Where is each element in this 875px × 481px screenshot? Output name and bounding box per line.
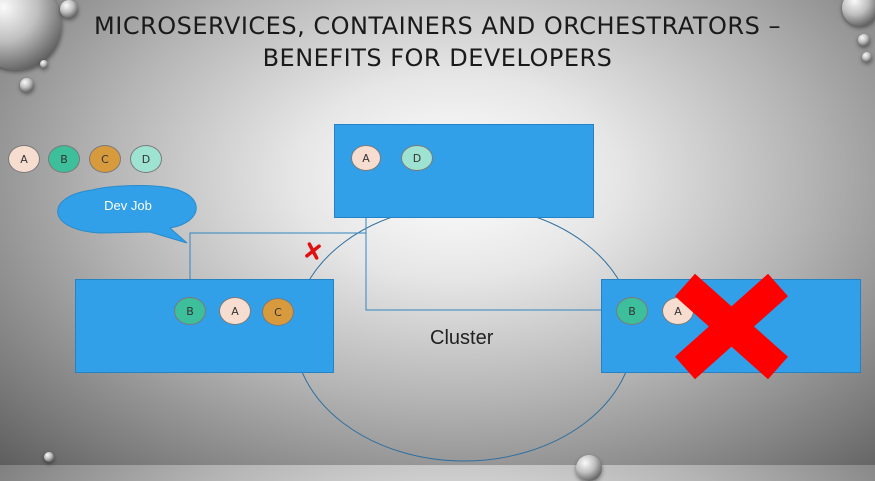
decorative-droplet [44, 452, 54, 462]
top-node-container-a: A [351, 145, 381, 171]
legend-container-a: A [8, 145, 40, 173]
decorative-droplet [862, 52, 872, 62]
left-node-container-c: C [262, 298, 294, 326]
failure-marks [305, 242, 788, 380]
cluster-label: Cluster [430, 327, 494, 349]
slide-title-line-1: Microservices, containers and orchestrat… [94, 12, 781, 40]
decorative-droplet [20, 78, 34, 92]
small-cross-icon [305, 242, 321, 260]
left-node-container-b: B [174, 297, 206, 325]
decorative-droplet [60, 0, 78, 18]
slide-title-line-2: benefits for developers [262, 44, 613, 72]
top-node: A D [334, 124, 594, 218]
legend-container-c: C [89, 145, 121, 173]
legend-container-d: D [130, 145, 162, 173]
legend-container-b: B [48, 145, 80, 173]
decorative-droplet [842, 0, 875, 26]
connector-top-node-to-right-node [365, 233, 614, 311]
left-node-container-a: A [219, 297, 251, 325]
speech-bubble-icon [57, 185, 197, 244]
slide-title: Microservices, containers and orchestrat… [0, 10, 875, 74]
node-failed-cross-icon [675, 273, 788, 380]
right-node-container-b: B [616, 297, 648, 325]
top-node-container-d: D [401, 145, 433, 171]
decorative-droplet [858, 34, 870, 46]
decorative-droplet [40, 60, 48, 68]
dev-job-callout-text: Dev Job [104, 198, 152, 213]
left-node: B A C [75, 279, 334, 373]
dev-job-callout-shape [57, 185, 197, 244]
